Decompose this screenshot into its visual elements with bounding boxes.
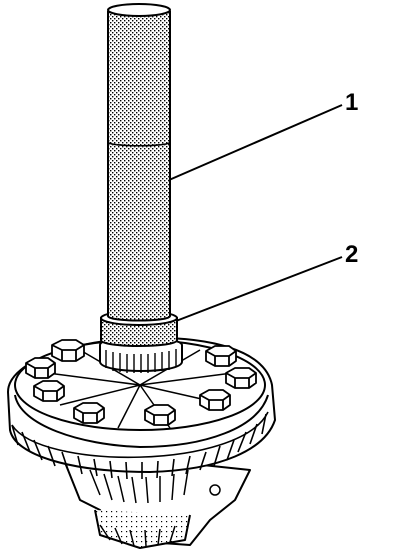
callout-leader-2 — [175, 256, 343, 322]
shaft-band — [107, 141, 171, 147]
ring-gear-bolts — [25, 339, 257, 426]
bolt — [25, 357, 56, 379]
lower-hub — [94, 509, 191, 549]
bolt — [205, 345, 237, 367]
bolt — [33, 380, 65, 402]
bolt — [225, 367, 257, 389]
shaft-top — [107, 3, 171, 17]
installer-tool-shaft — [107, 11, 171, 322]
bolt — [73, 402, 105, 424]
ring-gear-side — [14, 394, 269, 448]
ring-gear-teeth — [11, 411, 269, 480]
bolt — [199, 389, 231, 411]
differential-assembly — [7, 336, 276, 549]
installer-tool — [100, 3, 178, 347]
bolt — [144, 404, 176, 426]
callout-label-1: 1 — [345, 89, 358, 116]
callout-leader-1 — [168, 104, 343, 181]
bolt — [51, 339, 85, 362]
callout-label-2: 2 — [345, 241, 358, 268]
pinion-gears — [89, 469, 221, 547]
callouts — [168, 104, 343, 322]
